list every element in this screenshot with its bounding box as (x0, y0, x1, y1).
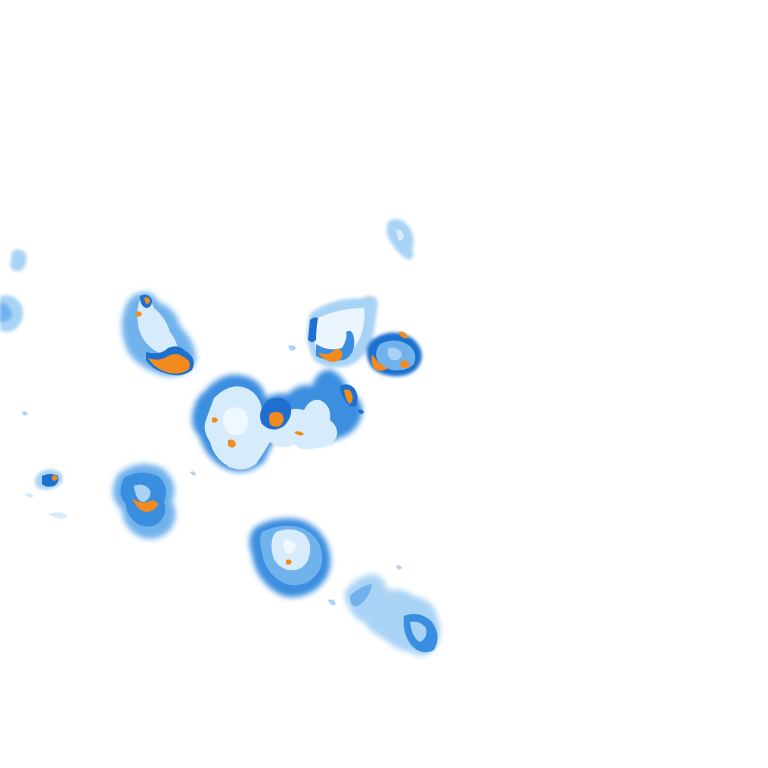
cell-southeast-band (328, 574, 441, 656)
cell-southwest-round (112, 464, 176, 539)
cell-central-cluster (192, 369, 364, 472)
cell-northwest-small (10, 249, 27, 272)
cell-west-edge (0, 295, 23, 332)
cell-curved-arc (121, 292, 196, 377)
cell-east-round (366, 331, 422, 377)
scattered-echoes (22, 411, 402, 570)
cell-north-small (386, 219, 414, 260)
cell-south-center (249, 518, 331, 598)
cell-southwest-small (24, 469, 68, 519)
cell-center-square (288, 295, 378, 368)
